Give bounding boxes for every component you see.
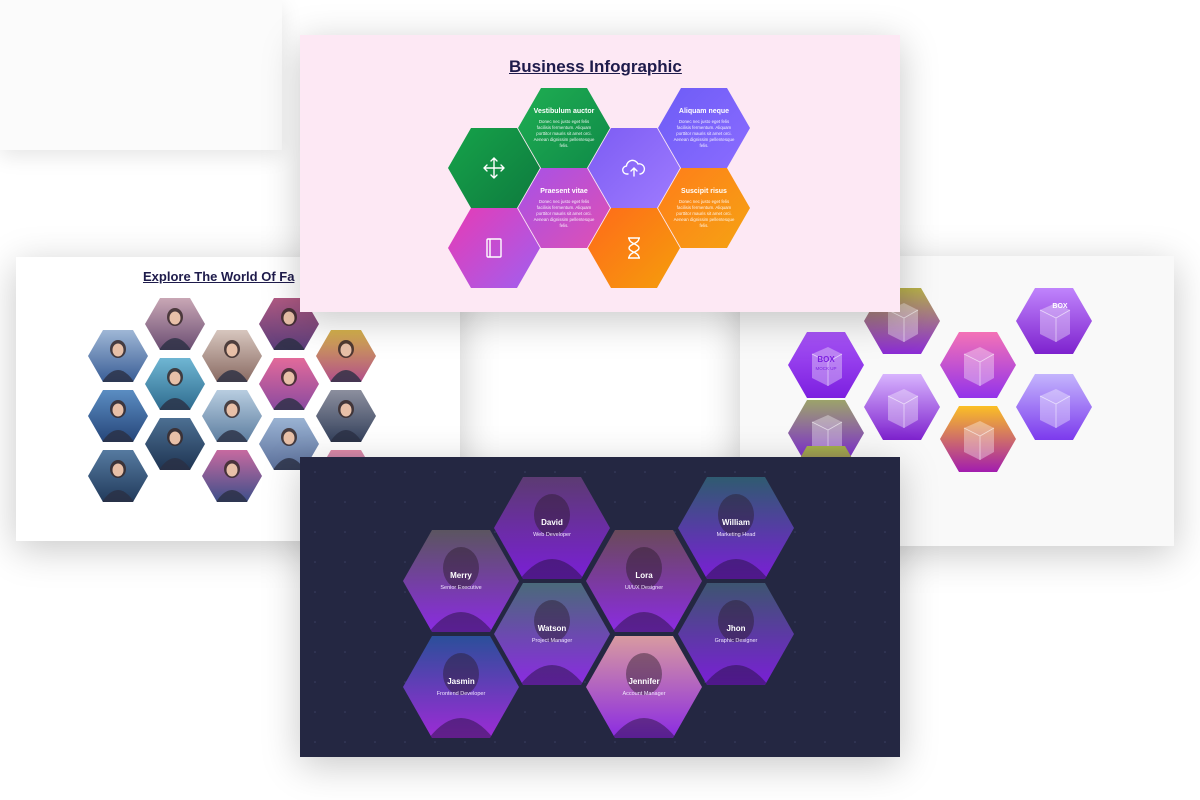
box-label: MOCK UP bbox=[815, 366, 836, 371]
hex-body: Donec nec justo eget felis facilisis fer… bbox=[673, 118, 735, 148]
fashion-photo bbox=[88, 330, 148, 382]
box-mockup-icon bbox=[864, 374, 940, 440]
packaging-box-image bbox=[940, 406, 1016, 472]
fashion-photo bbox=[259, 358, 319, 410]
fashion-photo bbox=[145, 298, 205, 350]
member-name: Jhon bbox=[726, 624, 746, 633]
fashion-photo bbox=[316, 390, 376, 442]
member-name: William bbox=[722, 518, 750, 527]
hex-body: Donec nec justo eget felis facilisis fer… bbox=[533, 198, 595, 228]
member-role: Project Manager bbox=[531, 638, 573, 644]
member-role: Senior Executive bbox=[440, 585, 482, 591]
person-photo-icon bbox=[202, 390, 262, 442]
background-dot-pattern bbox=[300, 457, 900, 757]
hex-body: Donec nec justo eget felis facilisis fer… bbox=[673, 198, 735, 228]
packaging-box-image bbox=[940, 332, 1016, 398]
hourglass-icon bbox=[628, 237, 640, 259]
hex-title: Suscipit risus bbox=[681, 187, 727, 195]
person-photo-icon bbox=[202, 450, 262, 502]
box-mockup-icon bbox=[940, 406, 1016, 472]
hex-title: Vestibulum auctor bbox=[533, 107, 595, 115]
move-arrows-icon bbox=[483, 157, 505, 179]
box-mockup-icon bbox=[940, 332, 1016, 398]
box-mockup-icon bbox=[1016, 374, 1092, 440]
business-infographic-card: Business Infographic Vestibulum auctor D… bbox=[300, 35, 900, 312]
fashion-photo bbox=[88, 450, 148, 502]
box-label: BOX bbox=[1052, 303, 1068, 310]
fashion-photo bbox=[145, 418, 205, 470]
person-photo-icon bbox=[316, 330, 376, 382]
fashion-photo bbox=[202, 330, 262, 382]
hex-body: Donec nec justo eget felis facilisis fer… bbox=[533, 118, 595, 148]
member-role: Frontend Developer bbox=[436, 691, 486, 697]
business-title: Business Infographic bbox=[509, 57, 682, 76]
fashion-photo bbox=[145, 358, 205, 410]
member-role: Graphic Designer bbox=[714, 638, 758, 644]
box-mockup-icon bbox=[864, 288, 940, 354]
packaging-box-image: BOX bbox=[1016, 288, 1092, 354]
member-name: Lora bbox=[635, 571, 653, 580]
member-photo-icon bbox=[403, 636, 519, 738]
member-name: Jennifer bbox=[628, 677, 660, 686]
member-name: Merry bbox=[450, 571, 472, 580]
fashion-photo bbox=[88, 390, 148, 442]
background-card bbox=[0, 0, 282, 150]
person-photo-icon bbox=[259, 358, 319, 410]
person-photo-icon bbox=[316, 390, 376, 442]
book-icon bbox=[486, 238, 502, 258]
box-mockup-icon bbox=[788, 400, 864, 466]
person-photo-icon bbox=[202, 330, 262, 382]
team-member-jasmin[interactable]: Jasmin Frontend Developer bbox=[403, 636, 519, 738]
hex-title: Praesent vitae bbox=[540, 187, 588, 195]
team-members-card: David Web Developer William Marketing He… bbox=[300, 457, 900, 757]
member-name: Jasmin bbox=[447, 677, 475, 686]
fashion-photo bbox=[202, 450, 262, 502]
team-member-merry[interactable]: Merry Senior Executive bbox=[403, 530, 519, 632]
member-role: Account Manager bbox=[622, 691, 666, 697]
box-mockup-icon: BOX bbox=[1016, 288, 1092, 354]
member-role: Marketing Head bbox=[716, 532, 756, 538]
packaging-gallery-card: BOX MOCK UP BOX bbox=[740, 256, 1174, 546]
box-mockup-icon: BOX MOCK UP bbox=[788, 332, 864, 398]
packaging-box-image bbox=[864, 374, 940, 440]
fashion-photo bbox=[316, 330, 376, 382]
person-photo-icon bbox=[88, 330, 148, 382]
person-photo-icon bbox=[145, 418, 205, 470]
member-role: Web Developer bbox=[533, 532, 571, 538]
packaging-box-image bbox=[788, 400, 864, 466]
member-name: Watson bbox=[537, 624, 567, 633]
fashion-photo bbox=[202, 390, 262, 442]
member-role: UI/UX Designer bbox=[624, 585, 664, 591]
member-photo-icon bbox=[403, 530, 519, 632]
person-photo-icon bbox=[145, 358, 205, 410]
packaging-box-image: BOX MOCK UP bbox=[788, 332, 864, 398]
fashion-title: Explore The World Of Fa bbox=[143, 269, 295, 284]
box-label: BOX bbox=[817, 355, 835, 364]
person-photo-icon bbox=[88, 390, 148, 442]
person-photo-icon bbox=[88, 450, 148, 502]
person-photo-icon bbox=[145, 298, 205, 350]
hex-title: Aliquam neque bbox=[678, 107, 730, 115]
cloud-upload-icon bbox=[622, 159, 646, 177]
packaging-box-image bbox=[1016, 374, 1092, 440]
packaging-box-image bbox=[864, 288, 940, 354]
member-name: David bbox=[541, 518, 563, 527]
